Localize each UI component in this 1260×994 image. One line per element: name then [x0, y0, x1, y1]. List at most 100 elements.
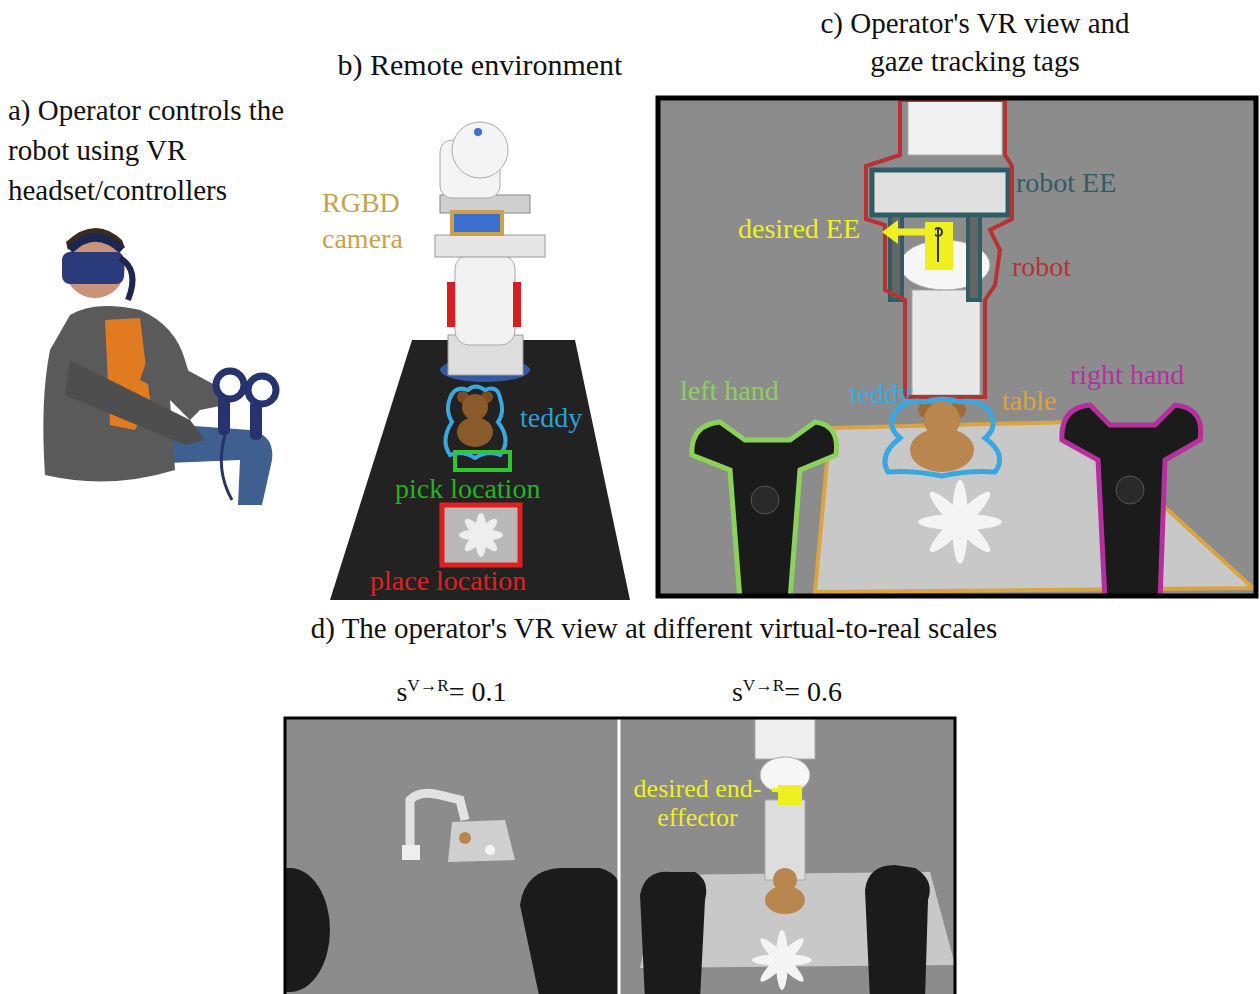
vr-view-d-rect [285, 718, 955, 994]
operator-figure-rect [62, 252, 124, 284]
vr-view-c-g-line [893, 229, 935, 236]
vr-view-c-g-circle [934, 228, 942, 236]
heading-text: a) Operator controls the robot using VR … [8, 94, 284, 206]
tag-label: left hand [680, 374, 779, 408]
vr-view-c-g-path [1062, 405, 1201, 596]
scale-label: V→R [407, 676, 448, 695]
vr-view-d-g [640, 719, 954, 994]
panel-heading: sV→R= 0.1 [284, 672, 619, 712]
remote-scene-polygon [330, 340, 630, 600]
scale-label: s [732, 676, 743, 707]
remote-scene-circle [462, 394, 488, 420]
tag-label: desired EE [738, 212, 860, 246]
vr-view-c-g-circle [751, 486, 779, 514]
tag-label: robot EE [1016, 166, 1116, 200]
operator-figure-path [221, 435, 232, 500]
vr-view-d-g-polygon [448, 820, 515, 862]
view-panel: sV→R= 0.1 [284, 672, 619, 994]
tag-label: RGBD camera [322, 185, 442, 257]
vr-view-d-g [286, 793, 618, 994]
vr-view-d-g-rect [402, 845, 420, 860]
tag-label: teddy [520, 401, 582, 435]
vr-view-c-g-path [866, 100, 1012, 397]
vr-view-c-g-g [918, 480, 1002, 564]
remote-scene-rect [452, 212, 502, 234]
tag-label: right hand [1070, 358, 1184, 392]
tag-label: place location [370, 564, 526, 598]
view-panel: sV→R= 0.6 [619, 672, 955, 994]
vr-view-d-rect [285, 718, 955, 994]
vr-view-c-g-circle [1116, 476, 1144, 504]
vr-view-d-g-path [520, 868, 618, 994]
remote-scene-circle [452, 122, 508, 178]
vr-view-d-g-g-ellipse [757, 935, 808, 986]
scale-label: = 0.1 [449, 676, 507, 707]
panel: b) Remote environment [300, 45, 660, 600]
remote-scene-circle [474, 128, 482, 136]
vr-view-d-g-path [865, 865, 930, 994]
heading-text: b) Remote environment [338, 48, 623, 81]
panel-heading: sV→R= 0.6 [619, 672, 955, 712]
vr-view-d-g-ellipse [286, 868, 330, 992]
vr-view-d-g-ellipse [765, 886, 805, 914]
scale-label: V→R [743, 676, 784, 695]
operator-figure-path [66, 228, 125, 250]
remote-scene-ellipse [457, 417, 493, 447]
tag-label: desired end-effector [625, 774, 770, 832]
operator-figure-circle [248, 376, 276, 404]
remote-scene-rect [435, 235, 545, 257]
vr-view-c-g-rect [872, 170, 1008, 215]
tag-label: teddy [850, 377, 912, 411]
panel-heading: b) Remote environment [300, 45, 660, 85]
panel-heading: a) Operator controls the robot using VR … [8, 90, 303, 210]
operator-figure-path [70, 238, 122, 251]
vr-view-c-g-line [937, 228, 939, 262]
remote-scene-rect [455, 255, 515, 345]
vr-view-d [250, 718, 955, 994]
vr-view-d-g-g [752, 930, 812, 990]
vr-view-d-g-rect [755, 719, 815, 759]
operator-figure-rect [218, 395, 230, 435]
remote-scene-path [445, 387, 505, 459]
vr-view-c-g-g-ellipse [925, 487, 996, 558]
remote-scene-g-ellipse [461, 515, 501, 555]
vr-view-d-line [618, 719, 621, 994]
vr-view-d-g-line [772, 788, 782, 792]
operator-figure [43, 228, 276, 505]
vr-view-d-g-circle [459, 832, 471, 844]
tag-label: pick location [395, 472, 540, 506]
vr-view-c-g-ellipse [910, 428, 974, 472]
panel-heading: c) Operator's VR view and gaze tracking … [815, 4, 1135, 80]
operator-figure-path [140, 350, 225, 410]
scale-label: s [396, 676, 407, 707]
remote-scene-rect [447, 282, 455, 327]
panel-heading: d) The operator's VR view at different v… [274, 608, 1034, 648]
operator-figure-circle [216, 371, 244, 399]
vr-view-c [658, 98, 1256, 600]
vr-view-c-rect [658, 98, 1256, 596]
vr-view-d-g-circle [485, 845, 495, 855]
vr-view-d-g-path [640, 872, 706, 994]
tag-label: table [1002, 384, 1056, 418]
remote-scene-g [459, 513, 503, 557]
vr-view-c-g-polygon [882, 220, 898, 244]
vr-view-c-g-path [885, 399, 1000, 476]
scale-label: = 0.6 [784, 676, 842, 707]
vr-view-c-g [692, 100, 1253, 596]
operator-figure-path [65, 360, 205, 445]
heading-text: d) The operator's VR view at different v… [311, 612, 997, 644]
heading-text: c) Operator's VR view and gaze tracking … [820, 7, 1129, 77]
vr-view-c-g-path [692, 422, 837, 596]
vr-view-c-g-rect [968, 215, 980, 300]
vr-view-c-g-rect [912, 290, 980, 395]
tag-label: robot [1012, 250, 1071, 284]
panel: c) Operator's VR view and gaze tracking … [655, 0, 1260, 600]
panel: a) Operator controls the robot using VR … [8, 90, 308, 510]
operator-figure-path [120, 258, 133, 300]
vr-view-c-g-rect [908, 100, 1002, 155]
remote-scene-rect [513, 282, 521, 327]
remote-scene-rect [442, 505, 520, 565]
